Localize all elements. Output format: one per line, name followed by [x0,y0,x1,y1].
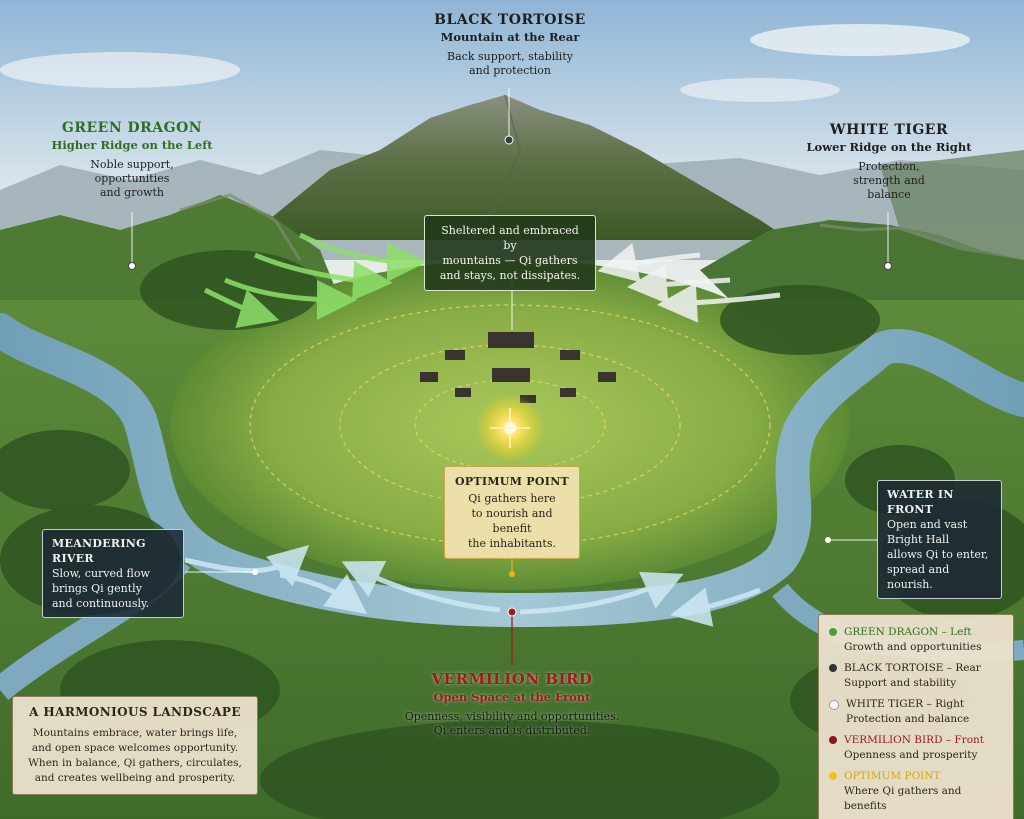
vermilion-bird-title: VERMILION BIRD [431,670,593,688]
vermilion-bird-desc-line: Openness, visibility and opportunities. [404,710,620,723]
harmonious-line: and open space welcomes opportunity. [31,742,239,754]
optimum-point-line: to nourish and benefit [471,507,553,535]
meandering-river-line: Slow, curved flow [52,567,150,580]
harmonious-line: and creates wellbeing and prosperity. [34,772,236,784]
legend-item-title: BLACK TORTOISE – Rear [844,662,981,674]
green-dragon-desc-line: Noble support, [90,158,174,171]
legend-item-desc: Support and stability [844,677,957,689]
meandering-river-title: MEANDERING RIVER [52,537,146,565]
green-dragon-title: GREEN DRAGON [61,120,203,136]
black-tortoise-desc-line: and protection [469,64,551,77]
sheltered-line: Sheltered and embraced by [441,224,579,252]
water-in-front-line: nourish. [887,578,933,591]
legend-item-desc: Openness and prosperity [844,749,978,761]
legend-item-green-dragon: GREEN DRAGON – Left Growth and opportuni… [829,625,1005,655]
legend-item-vermilion-bird: VERMILION BIRD – Front Openness and pros… [829,733,1005,763]
harmonious-line: When in balance, Qi gathers, circulates, [28,757,242,769]
white-tiger-title: WHITE TIGER [829,122,949,138]
optimum-point-line: Qi gathers here [468,492,556,505]
sheltered-callout: Sheltered and embraced by mountains — Qi… [424,215,596,291]
water-in-front-line: Bright Hall [887,533,950,546]
meandering-river-callout: MEANDERING RIVER Slow, curved flow bring… [42,529,184,618]
water-in-front-title: WATER IN FRONT [887,488,954,516]
legend-item-title: WHITE TIGER – Right [846,698,965,710]
legend-item-title: VERMILION BIRD – Front [844,734,985,746]
white-tiger-subtitle: Lower Ridge on the Right [806,140,972,154]
black-dot-icon [829,664,837,672]
legend-item-title: GREEN DRAGON – Left [844,626,972,638]
water-in-front-line: spread and [887,563,950,576]
legend-item-white-tiger: WHITE TIGER – Right Protection and balan… [829,697,1005,727]
legend-item-title: OPTIMUM POINT [844,770,941,782]
white-tiger-desc-line: Protection, [858,160,920,173]
harmonious-line: Mountains embrace, water brings life, [32,727,238,739]
black-tortoise-subtitle: Mountain at the Rear [440,30,580,44]
white-tiger-desc: Protection, strength and balance [800,160,978,202]
white-dot-icon [829,700,839,710]
black-tortoise-desc-line: Back support, stability [447,50,573,63]
optimum-point-title: OPTIMUM POINT [454,475,570,488]
legend-item-optimum-point: OPTIMUM POINT Where Qi gathers and benef… [829,769,1005,814]
harmonious-landscape-title: A HARMONIOUS LANDSCAPE [29,705,241,719]
harmonious-landscape-panel: A HARMONIOUS LANDSCAPE Mountains embrace… [12,696,258,795]
optimum-point-callout: OPTIMUM POINT Qi gathers here to nourish… [444,466,580,559]
harmonious-landscape-body: Mountains embrace, water brings life, an… [20,726,250,786]
green-dragon-desc: Noble support, opportunities and growth [42,158,222,200]
optimum-point-line: the inhabitants. [468,537,556,550]
sheltered-line: and stays, not dissipates. [439,269,581,282]
green-dragon-subtitle: Higher Ridge on the Left [51,138,213,152]
vermilion-bird-desc: Openness, visibility and opportunities. … [370,710,654,738]
legend-item-desc: Growth and opportunities [844,641,982,653]
white-tiger-label: WHITE TIGER Lower Ridge on the Right Pro… [800,122,978,202]
water-in-front-line: Open and vast [887,518,968,531]
meandering-river-line: brings Qi gently [52,582,142,595]
green-dragon-desc-line: opportunities [94,172,170,185]
vermilion-bird-desc-line: Qi enters and is distributed. [433,724,591,737]
white-tiger-desc-line: strength and [853,174,925,187]
black-tortoise-desc: Back support, stability and protection [390,50,630,78]
black-tortoise-title: BLACK TORTOISE [434,12,586,28]
water-in-front-callout: WATER IN FRONT Open and vast Bright Hall… [877,480,1002,599]
legend-panel: GREEN DRAGON – Left Growth and opportuni… [818,614,1014,819]
green-dragon-label: GREEN DRAGON Higher Ridge on the Left No… [42,120,222,200]
white-tiger-desc-line: balance [867,188,911,201]
green-dragon-desc-line: and growth [99,186,165,199]
gold-dot-icon [829,772,837,780]
red-dot-icon [829,736,837,744]
legend-item-desc: Where Qi gathers and benefits [844,785,962,812]
sheltered-line: mountains — Qi gathers [442,254,578,267]
vermilion-bird-subtitle: Open Space at the Front [433,690,591,704]
legend-item-black-tortoise: BLACK TORTOISE – Rear Support and stabil… [829,661,1005,691]
green-dot-icon [829,628,837,636]
black-tortoise-label: BLACK TORTOISE Mountain at the Rear Back… [390,12,630,78]
vermilion-bird-label: VERMILION BIRD Open Space at the Front O… [370,670,654,738]
meandering-river-line: and continuously. [52,597,150,610]
legend-item-desc: Protection and balance [846,713,970,725]
water-in-front-line: allows Qi to enter, [887,548,989,561]
